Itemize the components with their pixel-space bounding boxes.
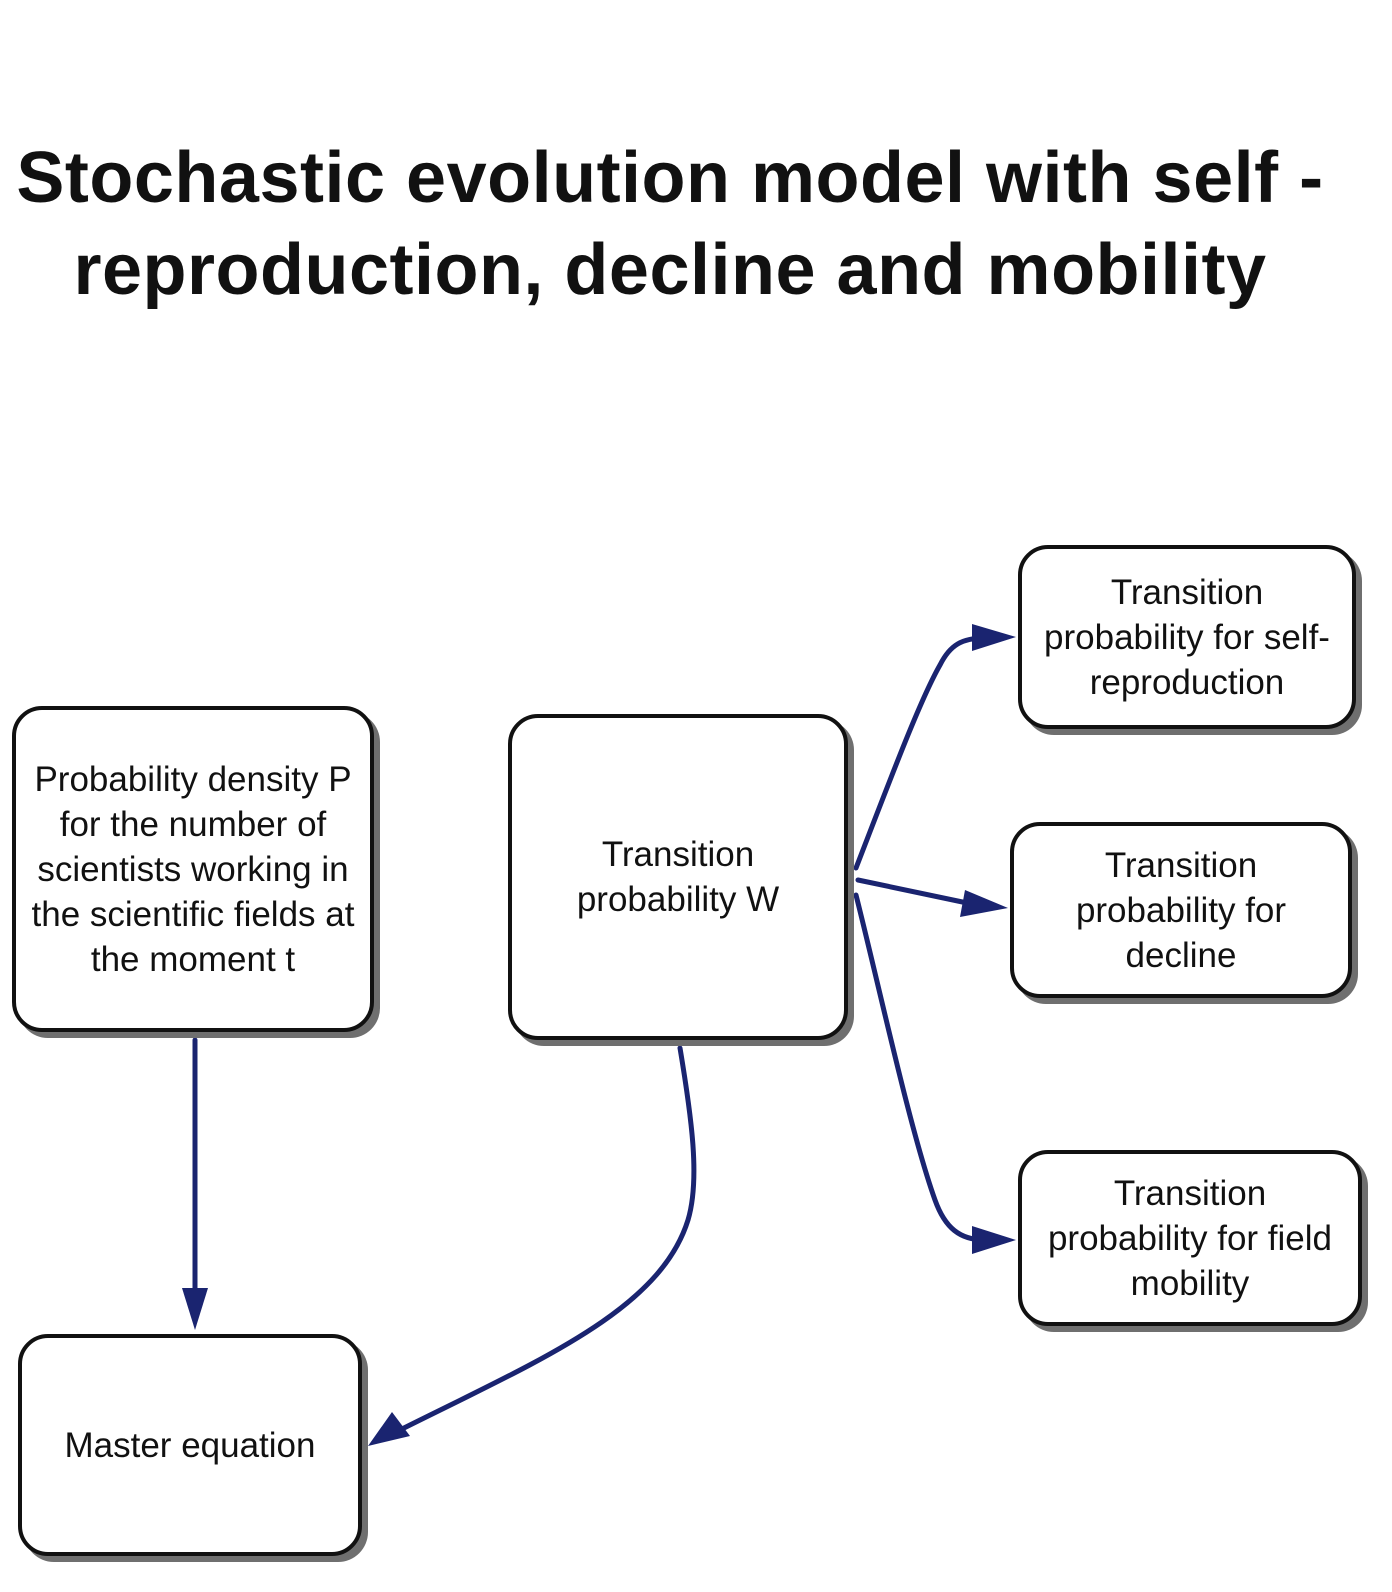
node-master-equation: Master equation (18, 1334, 362, 1556)
arrowhead-w-to-master (368, 1412, 410, 1446)
arrowhead-density-to-master (182, 1288, 208, 1330)
arrowhead-w-to-self-reproduction (972, 624, 1016, 651)
edge-w-to-self-reproduction (853, 635, 988, 871)
node-decline-label: Transition probability for decline (1075, 845, 1287, 975)
node-self-reproduction-label: Transition probability for self-reproduc… (1044, 572, 1330, 702)
node-transition-probability-w: Transition probability W (508, 714, 848, 1040)
title-line-2: reproduction, decline and mobility (73, 230, 1267, 310)
node-self-reproduction: Transition probability for self-reproduc… (1018, 545, 1356, 729)
node-field-mobility: Transition probability for field mobilit… (1018, 1150, 1362, 1326)
node-decline: Transition probability for decline (1010, 822, 1352, 998)
arrowhead-w-to-field-mobility (972, 1226, 1016, 1254)
edge-w-to-master (397, 1045, 697, 1433)
arrowhead-w-to-decline (960, 890, 1008, 917)
node-transition-probability-w-label: Transition probability W (576, 835, 780, 919)
node-field-mobility-label: Transition probability for field mobilit… (1047, 1173, 1333, 1303)
node-probability-density-label: Probability density P for the number of … (31, 759, 355, 979)
node-probability-density: Probability density P for the number of … (12, 706, 374, 1032)
node-master-equation-label: Master equation (64, 1425, 316, 1465)
diagram-title: Stochastic evolution model with self - r… (0, 132, 1340, 316)
title-line-1: Stochastic evolution model with self - (16, 138, 1324, 218)
edge-w-to-field-mobility (853, 892, 988, 1243)
edge-w-to-decline (855, 877, 975, 907)
